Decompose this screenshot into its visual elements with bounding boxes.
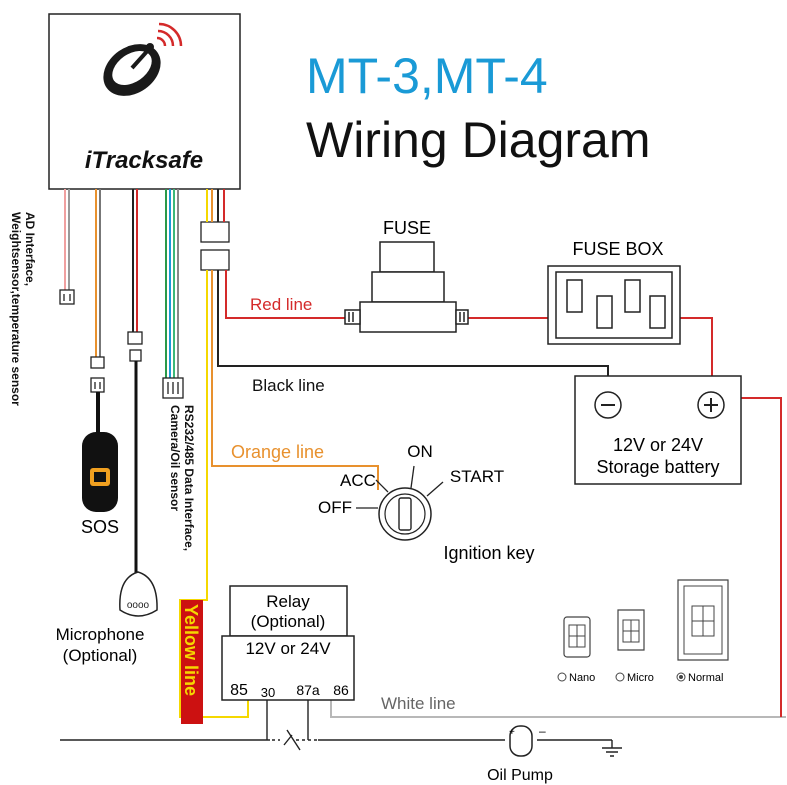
- left-harness: [64, 189, 179, 378]
- orange-wire: [211, 270, 379, 490]
- oil-pump-icon: + –: [509, 724, 546, 757]
- svg-text:AD Interface,: AD Interface,: [23, 212, 37, 286]
- relay-pin-85: 85: [230, 682, 248, 699]
- sos-button: [82, 432, 118, 512]
- storage-battery: [574, 375, 742, 485]
- white-wire: [330, 698, 786, 718]
- fuse: [344, 241, 469, 333]
- orange-wire-label: Orange line: [231, 442, 324, 462]
- radio-icon: [615, 672, 625, 682]
- svg-text:Camera/Oil sensor: Camera/Oil sensor: [168, 405, 182, 511]
- radio-icon: [557, 672, 567, 682]
- ignition-on-label: ON: [407, 442, 433, 461]
- relay-pin-30: 30: [261, 685, 275, 700]
- microphone-icon: oooo: [119, 571, 158, 617]
- svg-text:Micro: Micro: [627, 672, 654, 684]
- black-wire-label: Black line: [252, 376, 325, 395]
- svg-text:Nano: Nano: [569, 672, 595, 684]
- satellite-dish-icon: [103, 22, 183, 96]
- pump-circuit: [60, 700, 622, 757]
- relay-optional-label: (Optional): [251, 612, 326, 631]
- sim-card-normal: [677, 579, 729, 661]
- relay-pin-87a: 87a: [296, 682, 320, 698]
- red-wire-label: Red line: [250, 295, 312, 314]
- sim-option-normal[interactable]: Normal: [676, 672, 723, 684]
- yellow-wire: [179, 270, 249, 718]
- ignition-start-label: START: [450, 467, 504, 486]
- svg-text:oooo: oooo: [127, 600, 150, 611]
- ignition-key-label: Ignition key: [443, 543, 534, 563]
- fuse-box: [547, 265, 681, 345]
- relay-pin-86: 86: [333, 682, 349, 698]
- battery-positive-wire: [724, 397, 782, 717]
- fuse-label: FUSE: [383, 218, 431, 238]
- model-title: MT-3,MT-4: [306, 48, 548, 104]
- sos-label: SOS: [81, 517, 119, 537]
- svg-text:Normal: Normal: [688, 672, 723, 684]
- diagram-title: Wiring Diagram: [306, 112, 651, 168]
- white-wire-label: White line: [381, 694, 456, 713]
- yellow-wire-tag: Yellow line: [181, 600, 203, 724]
- relay-voltage-label: 12V or 24V: [245, 639, 331, 658]
- ignition-acc-label: ACC: [340, 471, 376, 490]
- svg-text:RS232/485 Data Interface,: RS232/485 Data Interface,: [182, 405, 196, 551]
- battery-voltage-label: 12V or 24V: [613, 435, 703, 455]
- tracker-device: iTracksafe: [48, 13, 241, 190]
- power-connector: [200, 221, 230, 271]
- rs232-connector: [162, 377, 184, 399]
- relay: [221, 585, 355, 701]
- red-wire: [225, 270, 713, 398]
- sim-option-micro[interactable]: Micro: [615, 672, 654, 684]
- brand-logo-text: iTracksafe: [85, 147, 203, 174]
- battery-type-label: Storage battery: [596, 457, 719, 477]
- microphone-label: Microphone: [56, 625, 145, 644]
- ignition-switch-icon: [356, 465, 444, 541]
- svg-text:+: +: [509, 727, 515, 738]
- sim-card-micro: [617, 609, 645, 651]
- svg-text:Weightsensor,temperature senso: Weightsensor,temperature sensor: [9, 212, 23, 406]
- microphone-connector: [127, 331, 143, 362]
- ad-interface-connector: [59, 289, 75, 305]
- microphone-optional-label: (Optional): [63, 646, 138, 665]
- sim-card-nano: [563, 616, 591, 658]
- oil-pump-label: Oil Pump: [487, 767, 553, 784]
- svg-text:Yellow line: Yellow line: [181, 604, 201, 696]
- ignition-off-label: OFF: [318, 498, 352, 517]
- svg-text:–: –: [539, 724, 546, 738]
- rs232-label: RS232/485 Data Interface, Camera/Oil sen…: [168, 405, 196, 551]
- sos-connector: [90, 356, 105, 393]
- fuse-box-label: FUSE BOX: [572, 239, 663, 259]
- relay-label: Relay: [266, 592, 310, 611]
- ad-interface-label: AD Interface, Weightsensor,temperature s…: [9, 212, 37, 406]
- radio-selected-dot: [679, 675, 683, 679]
- sim-option-nano[interactable]: Nano: [557, 672, 595, 684]
